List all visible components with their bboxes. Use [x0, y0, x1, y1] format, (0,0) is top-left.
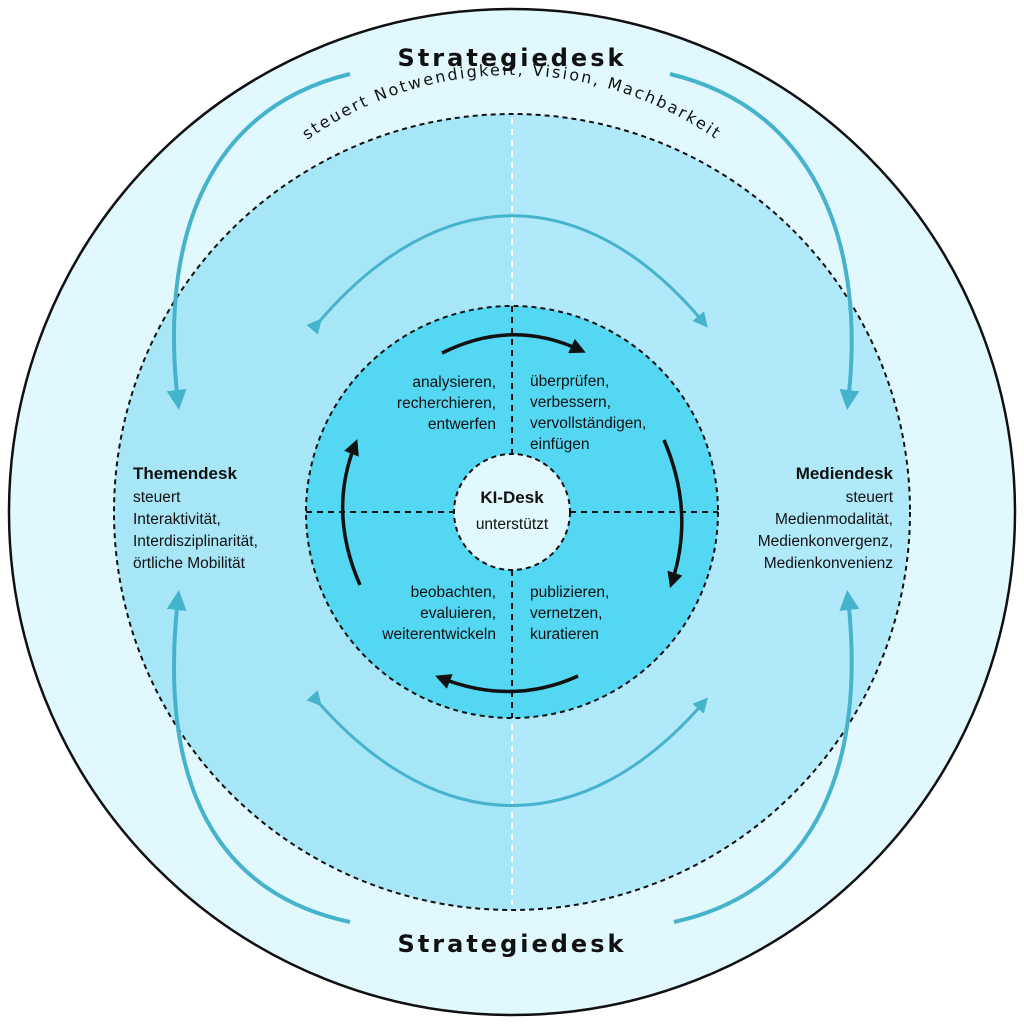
- arrow-strategie-to-themen-bottom: [166, 590, 351, 924]
- quadrant-top-left-line: entwerfen: [428, 416, 496, 433]
- strategiedesk-title-top: Strategiedesk: [398, 44, 627, 72]
- quadrant-top-right-line: überprüfen,: [530, 373, 609, 390]
- arrow-strategie-to-medien-top: [669, 72, 860, 410]
- cycle-arrow-right: [662, 439, 684, 588]
- quadrant-top-right-line: vervollständigen,: [530, 415, 646, 432]
- strategiedesk-title-bottom: Strategiedesk: [398, 930, 627, 958]
- quadrant-bottom-right-line: publizieren,: [530, 584, 609, 601]
- ki-desk-subtitle: unterstützt: [476, 516, 549, 533]
- mediendesk-line: steuert: [846, 489, 894, 506]
- themendesk-title: Themendesk: [133, 464, 237, 483]
- ki-desk-title: KI-Desk: [480, 488, 544, 507]
- quadrant-bottom-right-line: vernetzen,: [530, 605, 602, 622]
- mediendesk-line: Medienkonvenienz: [764, 555, 893, 572]
- ki-desk-circle: [453, 453, 571, 571]
- themendesk-line: Interaktivität,: [133, 511, 221, 528]
- quadrant-top-right-line: einfügen: [530, 436, 589, 453]
- cycle-arrow-bottom: [435, 674, 579, 694]
- arrow-strategie-to-medien-bottom: [673, 590, 860, 924]
- cycle-arrow-top: [441, 332, 586, 355]
- quadrant-bottom-left-line: beobachten,: [411, 584, 496, 601]
- double-arrow-bottom: [306, 690, 708, 807]
- quadrant-bottom-left-line: evaluieren,: [420, 605, 496, 622]
- quadrant-top-left-line: recherchieren,: [397, 395, 496, 412]
- middle-circle-dashed-border: [113, 113, 911, 911]
- quadrant-top-right-line: verbessern,: [530, 394, 611, 411]
- quadrant-bottom-right-line: kuratieren: [530, 626, 599, 643]
- mediendesk-line: Medienmodalität,: [775, 511, 893, 528]
- mediendesk-line: Medienkonvergenz,: [758, 533, 893, 550]
- double-arrow-top: [306, 214, 708, 335]
- themendesk-line: steuert: [133, 489, 181, 506]
- themendesk-line: Interdisziplinarität,: [133, 533, 258, 550]
- mediendesk-title: Mediendesk: [796, 464, 894, 483]
- themendesk-line: örtliche Mobilität: [133, 555, 246, 572]
- quadrant-bottom-left-line: weiterentwickeln: [381, 626, 496, 643]
- cycle-arrow-left: [340, 439, 362, 586]
- arrow-strategie-to-themen-top: [166, 72, 351, 410]
- quadrant-top-left-line: analysieren,: [412, 374, 496, 391]
